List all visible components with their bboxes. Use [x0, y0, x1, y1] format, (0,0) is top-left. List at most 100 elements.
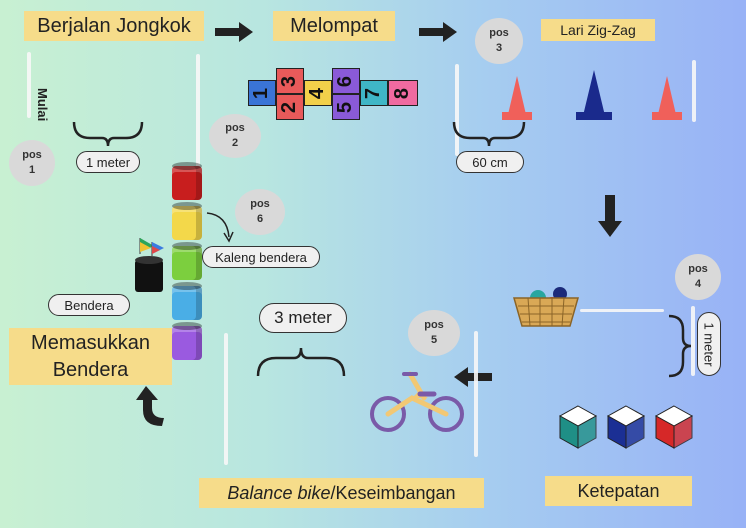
- station-melompat-label: Melompat: [290, 14, 378, 37]
- balance-bike-italic-label: Balance bike: [227, 482, 331, 503]
- can-icon: [172, 202, 202, 240]
- can-lid: [172, 282, 202, 290]
- chalk-line-balance-start: [474, 331, 478, 457]
- hopscotch-cell-2: 2: [276, 94, 304, 120]
- station-ketepatan: Ketepatan: [545, 476, 692, 506]
- pos-3-number: 3: [495, 42, 503, 54]
- chalk-line-pos4-vertical: [691, 306, 695, 376]
- kaleng-bendera-text: Kaleng bendera: [215, 249, 307, 265]
- can-lid: [172, 162, 202, 170]
- cone-icon: [502, 76, 532, 120]
- pos-5-word: pos: [424, 319, 444, 332]
- brace-1-meter: [72, 121, 144, 147]
- pos-4: pos 4: [675, 254, 721, 300]
- measure-1-meter-vertical: 1 meter: [697, 312, 721, 376]
- measure-1-meter-label: 1 meter: [85, 154, 131, 170]
- station-berjalan-jongkok: Berjalan Jongkok: [24, 11, 204, 41]
- station-memasukkan-bendera-label: Memasukkan Bendera: [31, 331, 150, 381]
- balance-bike-icon: [370, 371, 464, 432]
- arrow-right-icon-2: [419, 22, 457, 42]
- pos-1: pos 1: [9, 140, 55, 186]
- pos-1-number: 1: [28, 164, 36, 176]
- station-melompat: Melompat: [273, 11, 395, 41]
- measure-60cm: 60 cm: [456, 151, 524, 173]
- hopscotch-cell-5: 5: [332, 94, 360, 120]
- keseimbangan-label: /Keseimbangan: [330, 482, 456, 503]
- can-lid: [172, 242, 202, 250]
- pos-3: pos 3: [475, 18, 523, 64]
- hopscotch-cell-label: 8: [391, 87, 414, 99]
- hopscotch-cell-6: 6: [332, 68, 360, 94]
- measure-3-meter-label: 3 meter: [274, 308, 332, 327]
- curved-arrow-icon: [206, 212, 234, 243]
- brace-60cm: [452, 121, 526, 147]
- pos-2-word: pos: [225, 122, 245, 135]
- cans-stack: [170, 162, 206, 372]
- pos-5-number: 5: [430, 334, 438, 346]
- hopscotch-cell-label: 7: [362, 87, 385, 99]
- measure-3-meter: 3 meter: [259, 303, 347, 333]
- hopscotch-cell-label: 3: [278, 75, 301, 87]
- station-balance-bike: Balance bike/Keseimbangan: [199, 478, 484, 508]
- arrow-left-icon: [454, 367, 492, 387]
- start-label: Mulai: [35, 88, 50, 122]
- chalk-line-zigzag-end: [692, 60, 696, 122]
- pos-6-number: 6: [256, 213, 264, 225]
- cube-icon: [558, 405, 598, 449]
- station-lari-zig-zag-label: Lari Zig-Zag: [560, 22, 636, 38]
- station-ketepatan-label: Ketepatan: [577, 480, 660, 501]
- pos-4-word: pos: [688, 263, 708, 276]
- can-icon: [172, 282, 202, 320]
- can-icon: [172, 242, 202, 280]
- measure-1-meter-vertical-label: 1 meter: [701, 321, 717, 367]
- can-lid: [172, 202, 202, 210]
- basket-icon: [513, 287, 579, 327]
- station-memasukkan-bendera: Memasukkan Bendera: [9, 328, 172, 385]
- brace-1-meter-vertical: [668, 314, 692, 378]
- pos-6-word: pos: [250, 198, 270, 211]
- hopscotch-cell-label: 5: [334, 101, 357, 113]
- hopscotch-cell-label: 4: [306, 87, 329, 99]
- hopscotch-cell-7: 7: [360, 80, 388, 106]
- cone-icon: [652, 76, 682, 120]
- pos-5: pos 5: [408, 310, 460, 356]
- hopscotch-cell-label: 1: [250, 87, 273, 99]
- arrow-right-icon-1: [215, 22, 253, 42]
- bendera-text: Bendera: [64, 297, 114, 313]
- station-lari-zig-zag: Lari Zig-Zag: [541, 19, 655, 41]
- arrow-curved-up-icon: [136, 386, 164, 426]
- hopscotch-cell-label: 6: [334, 75, 357, 87]
- cone-icon: [576, 70, 612, 120]
- chalk-line-pos3-left: [455, 64, 459, 156]
- hopscotch-cell-label: 2: [278, 101, 301, 113]
- measure-60cm-label: 60 cm: [472, 154, 508, 170]
- pos-4-number: 4: [694, 278, 702, 290]
- pos-2: pos 2: [209, 114, 261, 158]
- cones-group: [500, 70, 700, 122]
- kaleng-bendera-label: Kaleng bendera: [202, 246, 320, 268]
- can-icon: [172, 322, 202, 360]
- cubes-group: [558, 404, 698, 452]
- measure-1-meter: 1 meter: [76, 151, 140, 173]
- hopscotch-cell-4: 4: [304, 80, 332, 106]
- bendera-label: Bendera: [48, 294, 130, 316]
- station-berjalan-jongkok-label: Berjalan Jongkok: [37, 14, 191, 37]
- hopscotch-cell-8: 8: [388, 80, 418, 106]
- pos-2-number: 2: [231, 137, 239, 149]
- chalk-line-pos4-horizontal: [580, 309, 664, 312]
- cube-icon: [654, 405, 694, 449]
- chalk-line-pos2: [196, 54, 200, 182]
- flag-can-icon: [135, 238, 164, 292]
- cube-icon: [606, 405, 646, 449]
- pos-6: pos 6: [235, 189, 285, 235]
- hopscotch-cell-3: 3: [276, 68, 304, 94]
- can-icon: [172, 162, 202, 200]
- hopscotch-cell-1: 1: [248, 80, 276, 106]
- chalk-line-balance-end: [224, 333, 228, 465]
- pos-1-word: pos: [22, 149, 42, 162]
- arrow-down-icon: [598, 195, 622, 237]
- can-lid: [172, 322, 202, 330]
- pos-3-word: pos: [489, 27, 509, 40]
- brace-3-meter: [256, 347, 346, 377]
